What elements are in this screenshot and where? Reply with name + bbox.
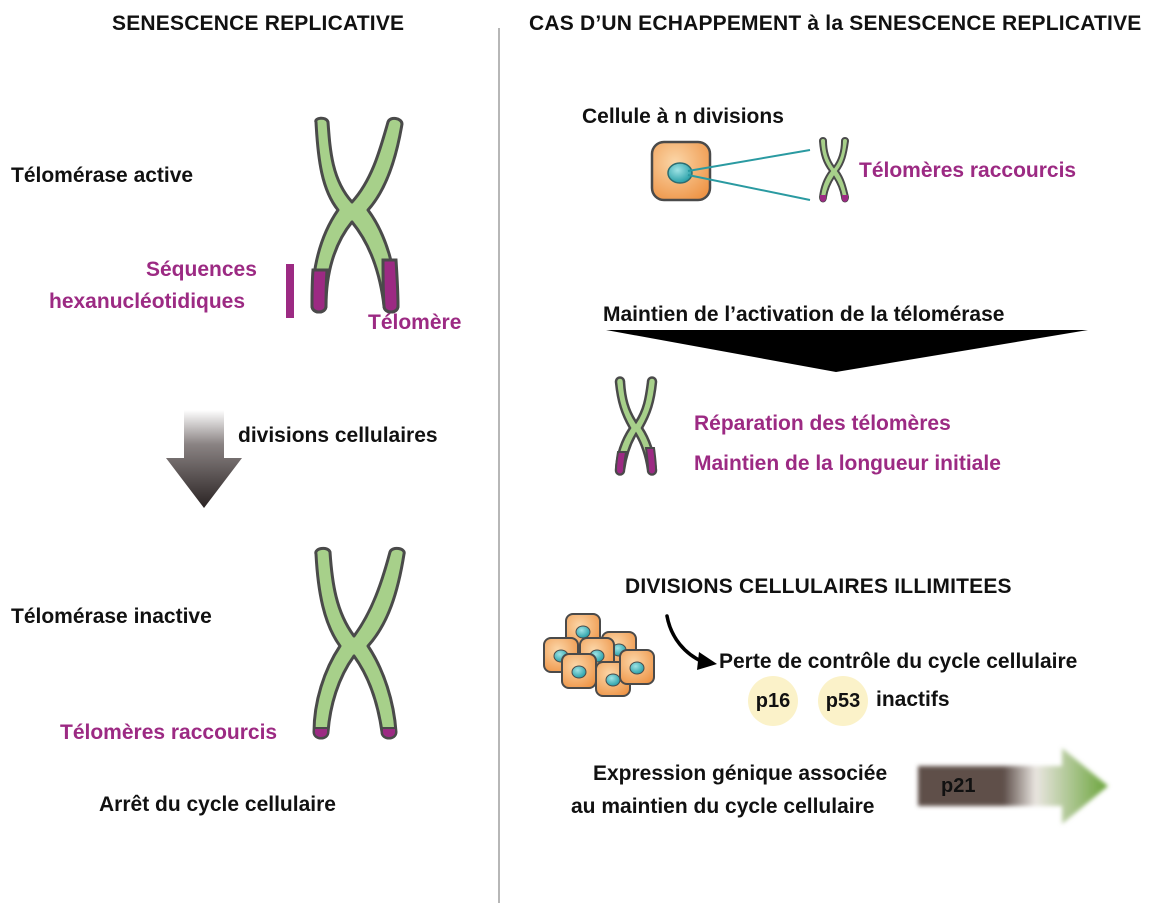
cell-to-chromosome-graphic <box>650 137 850 203</box>
p21-label: p21 <box>941 775 976 797</box>
right-shortened-label: Télomères raccourcis <box>859 159 1077 182</box>
maintain-activation-label: Maintien de l’activation de la téloméras… <box>603 303 1005 326</box>
wedge-arrow <box>606 330 1088 372</box>
sequence-bracket <box>286 264 294 318</box>
shortened-telomeres-label: Télomères raccourcis <box>60 721 278 744</box>
sequences-label-line1: Séquences <box>146 258 257 281</box>
cell-cluster <box>543 613 655 697</box>
telomerase-active-label: Télomérase active <box>11 164 194 187</box>
left-panel-title: SENESCENCE REPLICATIVE <box>112 12 405 35</box>
unlimited-divisions-title: DIVISIONS CELLULAIRES ILLIMITEES <box>625 575 1012 598</box>
maintain-length-label: Maintien de la longueur initiale <box>694 452 1001 475</box>
cycle-arrest-label: Arrêt du cycle cellulaire <box>99 793 336 816</box>
inactive-label: inactifs <box>876 688 950 711</box>
telomere-label: Télomère <box>368 311 462 334</box>
repair-label: Réparation des télomères <box>694 412 951 435</box>
down-arrow <box>166 410 242 508</box>
chromosome-short <box>312 546 406 740</box>
curved-arrow-icon <box>665 614 717 670</box>
divisions-label: divisions cellulaires <box>238 424 438 447</box>
chromosome-long <box>310 116 404 314</box>
cell-cluster-graphic <box>543 613 655 697</box>
panel-divider <box>498 28 500 903</box>
right-panel-title: CAS D’UN ECHAPPEMENT à la SENESCENCE REP… <box>529 12 1142 35</box>
sequences-label-line2: hexanucléotidiques <box>49 290 246 313</box>
mini-chromosome-icon <box>818 137 850 203</box>
loss-control-label: Perte de contrôle du cycle cellulaire <box>719 650 1078 673</box>
p53-badge: p53 <box>818 676 868 726</box>
expression-label-line1: Expression génique associée <box>593 762 888 785</box>
p21-gradient-arrow <box>918 748 1108 824</box>
p16-badge: p16 <box>748 676 798 726</box>
telomerase-inactive-label: Télomérase inactive <box>11 605 212 628</box>
expression-label-line2: au maintien du cycle cellulaire <box>571 795 875 818</box>
repaired-chromosome-icon <box>614 376 658 476</box>
cell-divisions-label: Cellule à n divisions <box>582 105 784 128</box>
